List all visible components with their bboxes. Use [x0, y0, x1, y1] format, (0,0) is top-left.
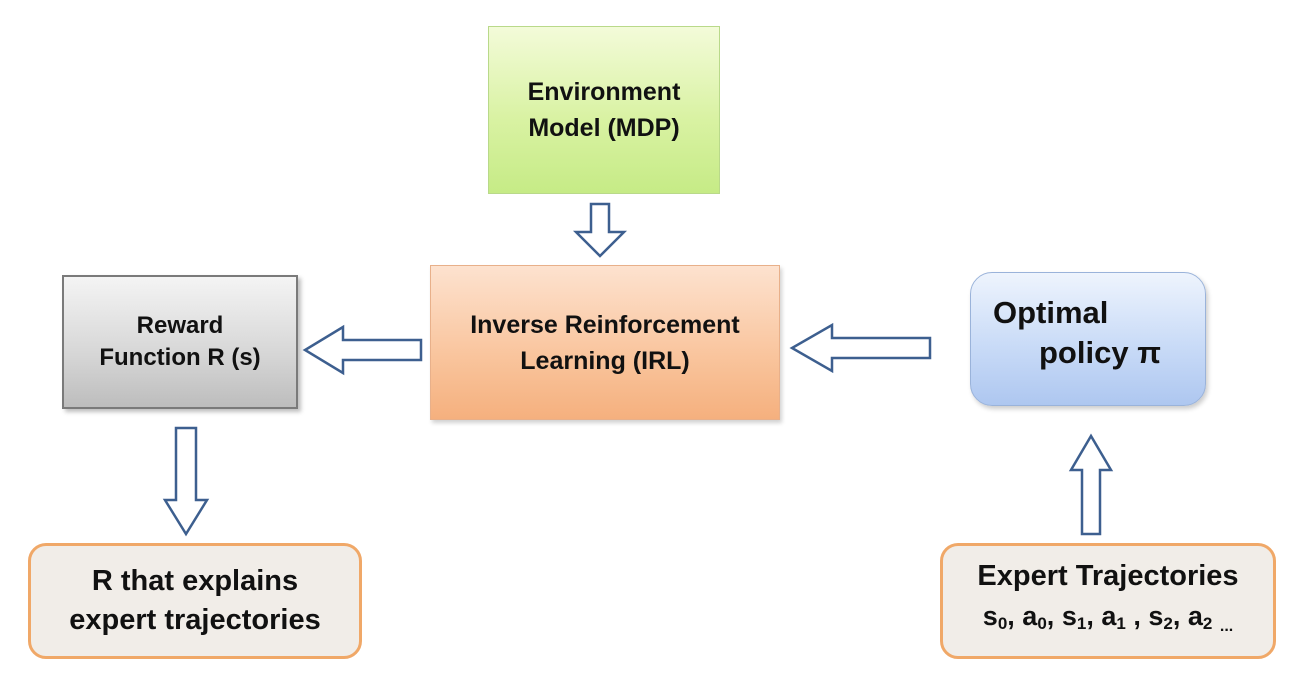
- r-explains-node: R that explains expert trajectories: [28, 543, 362, 659]
- environment-model-line1: Environment: [527, 78, 681, 106]
- r-explains-line1: R that explains: [91, 565, 299, 597]
- reward-function-line1: Reward: [136, 312, 224, 339]
- environment-model-node: Environment Model (MDP): [488, 26, 720, 194]
- expert-trajectories-title: Expert Trajectories: [977, 559, 1239, 592]
- arrow-env-to-irl: [572, 202, 628, 258]
- environment-model-line2: Model (MDP): [528, 114, 680, 142]
- reward-function-node: Reward Function R (s): [62, 275, 298, 409]
- irl-line1: Inverse Reinforcement: [470, 310, 740, 339]
- arrow-expert-to-policy: [1068, 433, 1114, 536]
- arrow-reward-to-rexplains: [162, 426, 210, 537]
- optimal-policy-line2: policy π: [1039, 335, 1161, 370]
- r-explains-line2: expert trajectories: [69, 604, 321, 636]
- optimal-policy-node: Optimal policy π: [970, 272, 1206, 406]
- reward-function-line2: Function R (s): [99, 344, 261, 371]
- arrow-irl-to-reward: [302, 324, 423, 376]
- trajectory-sequence: s0, a0, s1, a1 , s2, a2 ...: [982, 600, 1234, 635]
- irl-line2: Learning (IRL): [520, 346, 690, 375]
- expert-trajectories-node: Expert Trajectories s0, a0, s1, a1 , s2,…: [940, 543, 1276, 659]
- optimal-policy-line1: Optimal: [993, 295, 1109, 330]
- arrow-policy-to-irl: [789, 322, 932, 374]
- irl-node: Inverse Reinforcement Learning (IRL): [430, 265, 780, 420]
